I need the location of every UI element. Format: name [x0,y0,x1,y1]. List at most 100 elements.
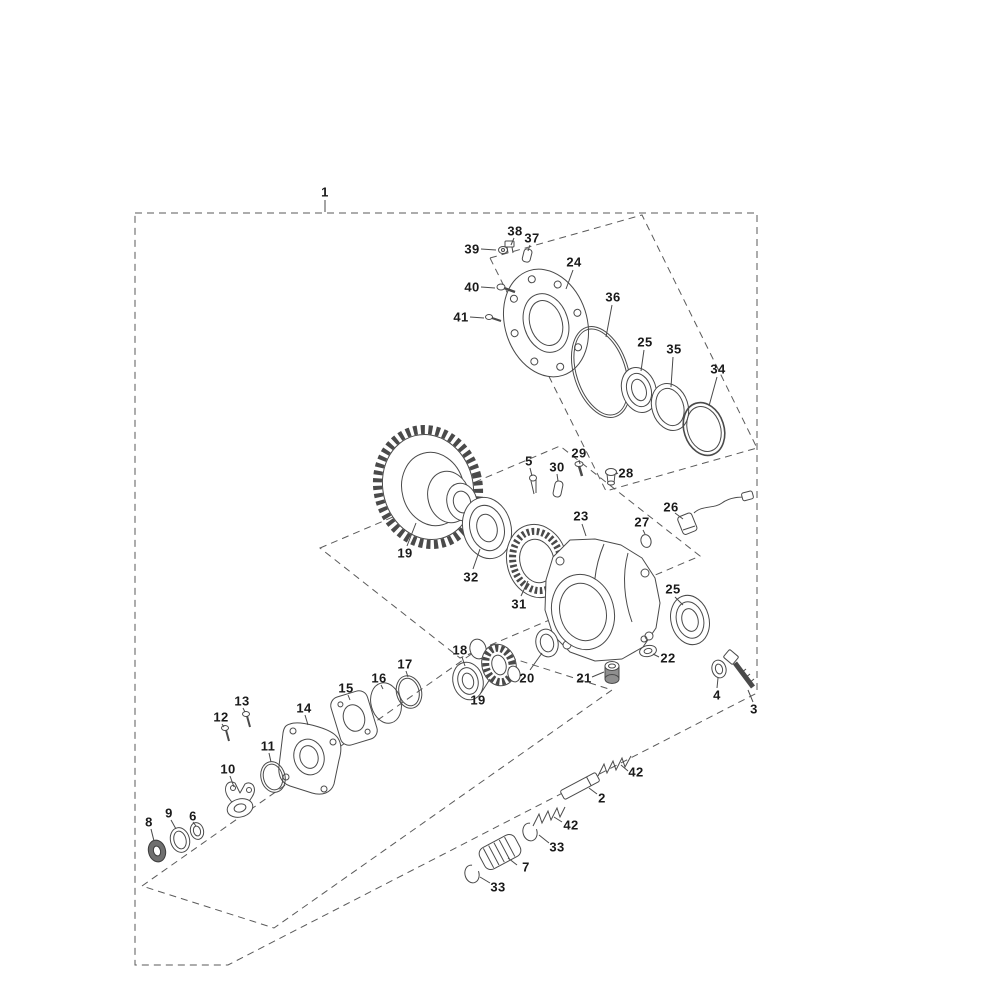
part-label-1-assembly: 1 [321,184,329,200]
leader-38 [510,237,515,246]
part-label-41: 41 [453,309,469,325]
leader-30 [556,473,559,482]
seal-9 [169,827,191,853]
part-label-6: 6 [189,808,197,824]
leader-24 [565,269,574,290]
clip-33-lower [464,864,480,884]
leader-19-ring-gear [406,522,417,547]
snap-ring-34 [682,401,726,457]
washer-6 [189,822,205,840]
bearing-25-upper [620,367,658,413]
leader-22 [652,653,660,658]
washer-22 [639,635,657,658]
leader-11 [268,752,272,763]
part-label-21: 21 [576,670,592,686]
leader-41 [469,316,485,319]
leader-28 [615,472,619,475]
leader-40 [480,286,496,289]
leader-17 [405,670,409,678]
gear-case-23 [544,538,661,662]
part-label-32: 32 [463,569,479,585]
part-label-40: 40 [464,279,480,295]
part-label-19-ring-gear: 19 [397,545,413,561]
part-label-3: 3 [750,701,758,717]
gasket-15 [330,690,378,746]
leader-4 [716,677,719,689]
leader-7 [507,857,518,866]
part-label-18: 18 [452,642,468,658]
leader-5 [529,467,533,477]
leader-32 [472,548,481,570]
leader-20 [529,652,543,671]
drain-plug-21 [604,661,620,684]
leader-6 [192,821,197,827]
part-label-36: 36 [605,289,621,305]
part-label-24: 24 [566,254,582,270]
part-label-38: 38 [507,223,523,239]
pin-37 [521,248,533,263]
cover-group-plane [489,214,758,492]
part-label-27: 27 [634,514,650,530]
leader-9 [170,819,177,830]
leader-33-upper [538,834,550,844]
washer-4 [711,659,727,679]
ring-gear-19 [372,425,484,549]
part-label-10: 10 [220,761,236,777]
leader-3 [747,689,754,703]
part-label-8: 8 [145,814,153,830]
o-ring-27 [640,534,652,548]
leader-35 [670,356,674,388]
leader-36 [605,304,613,338]
part-label-22: 22 [660,650,676,666]
assembly-boundary [134,212,758,966]
leader-18 [461,656,466,667]
spring-42-upper [597,755,632,777]
boot-7 [478,833,522,871]
part-label-17: 17 [397,656,413,672]
o-ring-16 [370,682,402,724]
part-label-9: 9 [165,805,173,821]
breather-28 [605,468,617,486]
dowel-pin-30 [552,480,564,498]
pinion-gear-19 [469,638,521,687]
leader-14 [304,714,309,726]
screw-40 [496,283,516,294]
part-label-25-lower: 25 [665,581,681,597]
part-label-23: 23 [573,508,589,524]
leader-26 [674,512,684,520]
part-label-30: 30 [549,459,565,475]
part-label-11: 11 [260,738,276,754]
part-label-4: 4 [713,687,721,703]
cap-8 [147,839,167,863]
part-label-14: 14 [296,700,312,716]
part-label-7: 7 [522,859,530,875]
leader-23 [581,523,587,537]
bearing-case-14 [278,722,342,795]
bolt-3 [723,649,755,689]
leader-25-upper [640,349,645,372]
part-label-31: 31 [511,596,527,612]
part-label-12: 12 [213,709,229,725]
leader-25-lower [674,596,684,606]
collar-20 [535,628,559,658]
shift-rod-2 [560,772,600,800]
part-label-15: 15 [338,680,354,696]
part-label-26: 26 [663,499,679,515]
part-label-33-lower: 33 [490,879,506,895]
leader-31 [520,580,529,597]
cotter-pin-5 [529,474,537,495]
leader-21 [591,671,605,678]
part-label-16: 16 [371,670,387,686]
leader-13 [242,707,246,713]
leader-29 [578,459,581,465]
leader-19-pinion [480,678,491,694]
yoke-10 [225,781,255,818]
bolt-13 [242,711,251,728]
part-label-13: 13 [234,693,250,709]
bearing-25-lower [670,594,710,646]
part-label-42-lower: 42 [563,817,579,833]
leader-15 [347,694,351,701]
part-label-35: 35 [666,341,682,357]
